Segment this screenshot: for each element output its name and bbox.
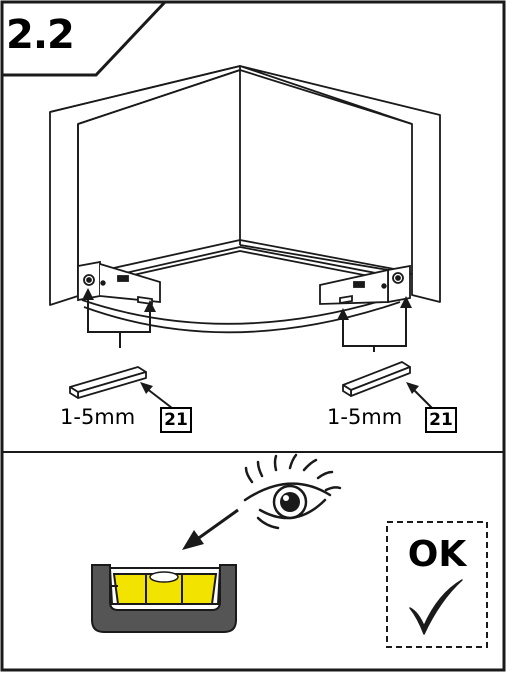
right-adjust-arrows xyxy=(342,306,407,352)
right-arrow-head-1 xyxy=(337,308,349,320)
step-tab xyxy=(2,0,167,77)
right-part-pointer-head xyxy=(406,382,419,394)
sight-arrow-head xyxy=(182,530,204,550)
right-foot-bracket xyxy=(319,264,411,305)
left-part-pointer-head xyxy=(140,382,153,394)
left-arrow-head-1 xyxy=(82,288,94,300)
left-foot-bracket xyxy=(77,260,161,306)
left-shim-thickness: 1-5mm xyxy=(60,405,136,429)
checkmark-icon xyxy=(409,579,463,635)
left-part-pointer xyxy=(145,387,173,409)
left-arrow-head-2 xyxy=(144,300,156,312)
right-shim xyxy=(342,361,411,397)
ok-box xyxy=(386,521,488,648)
right-part-number-badge: 21 xyxy=(425,407,457,433)
spirit-level-icon xyxy=(91,564,237,633)
right-shim-thickness: 1-5mm xyxy=(327,405,403,429)
shower-tray xyxy=(81,239,411,334)
left-part-number-badge: 21 xyxy=(160,407,192,433)
sight-arrow xyxy=(195,508,239,542)
eye-icon xyxy=(243,453,342,530)
right-part-pointer xyxy=(411,387,433,409)
ok-label: OK xyxy=(407,534,467,575)
right-arrow-head-2 xyxy=(400,296,412,308)
step-number: 2.2 xyxy=(6,12,75,58)
left-shim xyxy=(69,366,147,399)
left-adjust-arrows xyxy=(87,298,151,348)
